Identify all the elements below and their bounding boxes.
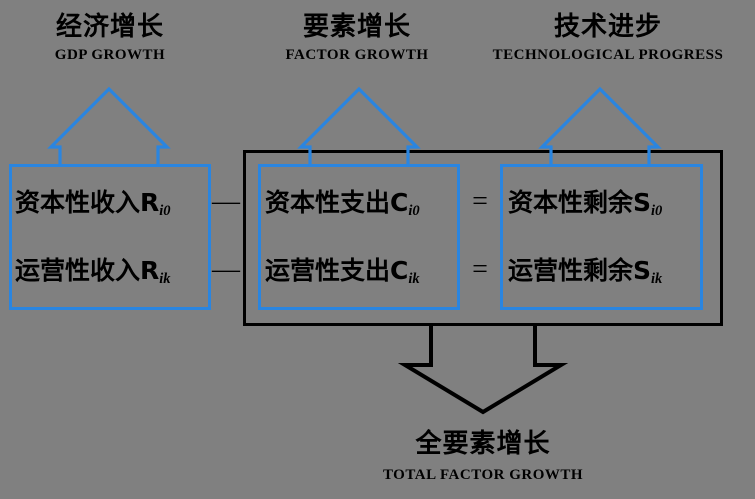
result-label: 全要素增长 TOTAL FACTOR GROWTH xyxy=(303,423,663,484)
cost-box xyxy=(258,164,460,310)
income-box xyxy=(9,164,211,310)
cost-row-1: 资本性支出Ci0 xyxy=(265,188,420,219)
surplus-row-2-text: 运营性剩余S xyxy=(508,256,652,285)
income-row-2-sub: ik xyxy=(159,271,171,288)
income-row-1-sub: i0 xyxy=(159,203,171,220)
cost-row-2-text: 运营性支出C xyxy=(265,256,409,285)
column-heading-factor-growth-cn: 要素增长 xyxy=(302,12,411,42)
result-label-en: TOTAL FACTOR GROWTH xyxy=(382,467,584,483)
income-row-1: 资本性收入Ri0 xyxy=(15,188,171,219)
surplus-row-1: 资本性剩余Si0 xyxy=(508,188,662,219)
income-row-1-text: 资本性收入R xyxy=(15,188,160,217)
column-heading-technological-progress-cn: 技术进步 xyxy=(553,12,662,42)
operator-equals-row-2: = xyxy=(472,254,488,285)
surplus-row-2-sub: ik xyxy=(651,271,663,288)
result-label-cn: 全要素增长 xyxy=(415,429,551,459)
surplus-row-1-sub: i0 xyxy=(651,203,663,220)
cost-row-1-text: 资本性支出C xyxy=(265,188,409,217)
column-heading-factor-growth-en: FACTOR GROWTH xyxy=(285,47,429,64)
column-heading-technological-progress: 技术进步 TECHNOLOGICAL PROGRESS xyxy=(463,12,753,64)
column-heading-factor-growth: 要素增长 FACTOR GROWTH xyxy=(266,12,448,64)
down-arrow-total-factor-growth xyxy=(397,324,569,415)
surplus-row-2: 运营性剩余Sik xyxy=(508,256,662,287)
column-heading-technological-progress-en: TECHNOLOGICAL PROGRESS xyxy=(492,47,724,64)
income-row-2: 运营性收入Rik xyxy=(15,256,171,287)
surplus-row-1-text: 资本性剩余S xyxy=(508,188,652,217)
cost-row-2: 运营性支出Cik xyxy=(265,256,420,287)
operator-equals-row-1: = xyxy=(472,186,488,217)
up-arrow-gdp-growth xyxy=(47,86,171,166)
income-row-2-text: 运营性收入R xyxy=(15,256,160,285)
operator-minus-row-2: — xyxy=(212,254,240,285)
operator-minus-row-1: — xyxy=(212,186,240,217)
column-heading-gdp-growth: 经济增长 GDP GROWTH xyxy=(20,12,200,64)
cost-row-1-sub: i0 xyxy=(408,203,420,220)
surplus-box xyxy=(500,164,703,310)
column-heading-gdp-growth-en: GDP GROWTH xyxy=(54,47,166,64)
cost-row-2-sub: ik xyxy=(408,271,420,288)
column-heading-gdp-growth-cn: 经济增长 xyxy=(55,12,164,42)
